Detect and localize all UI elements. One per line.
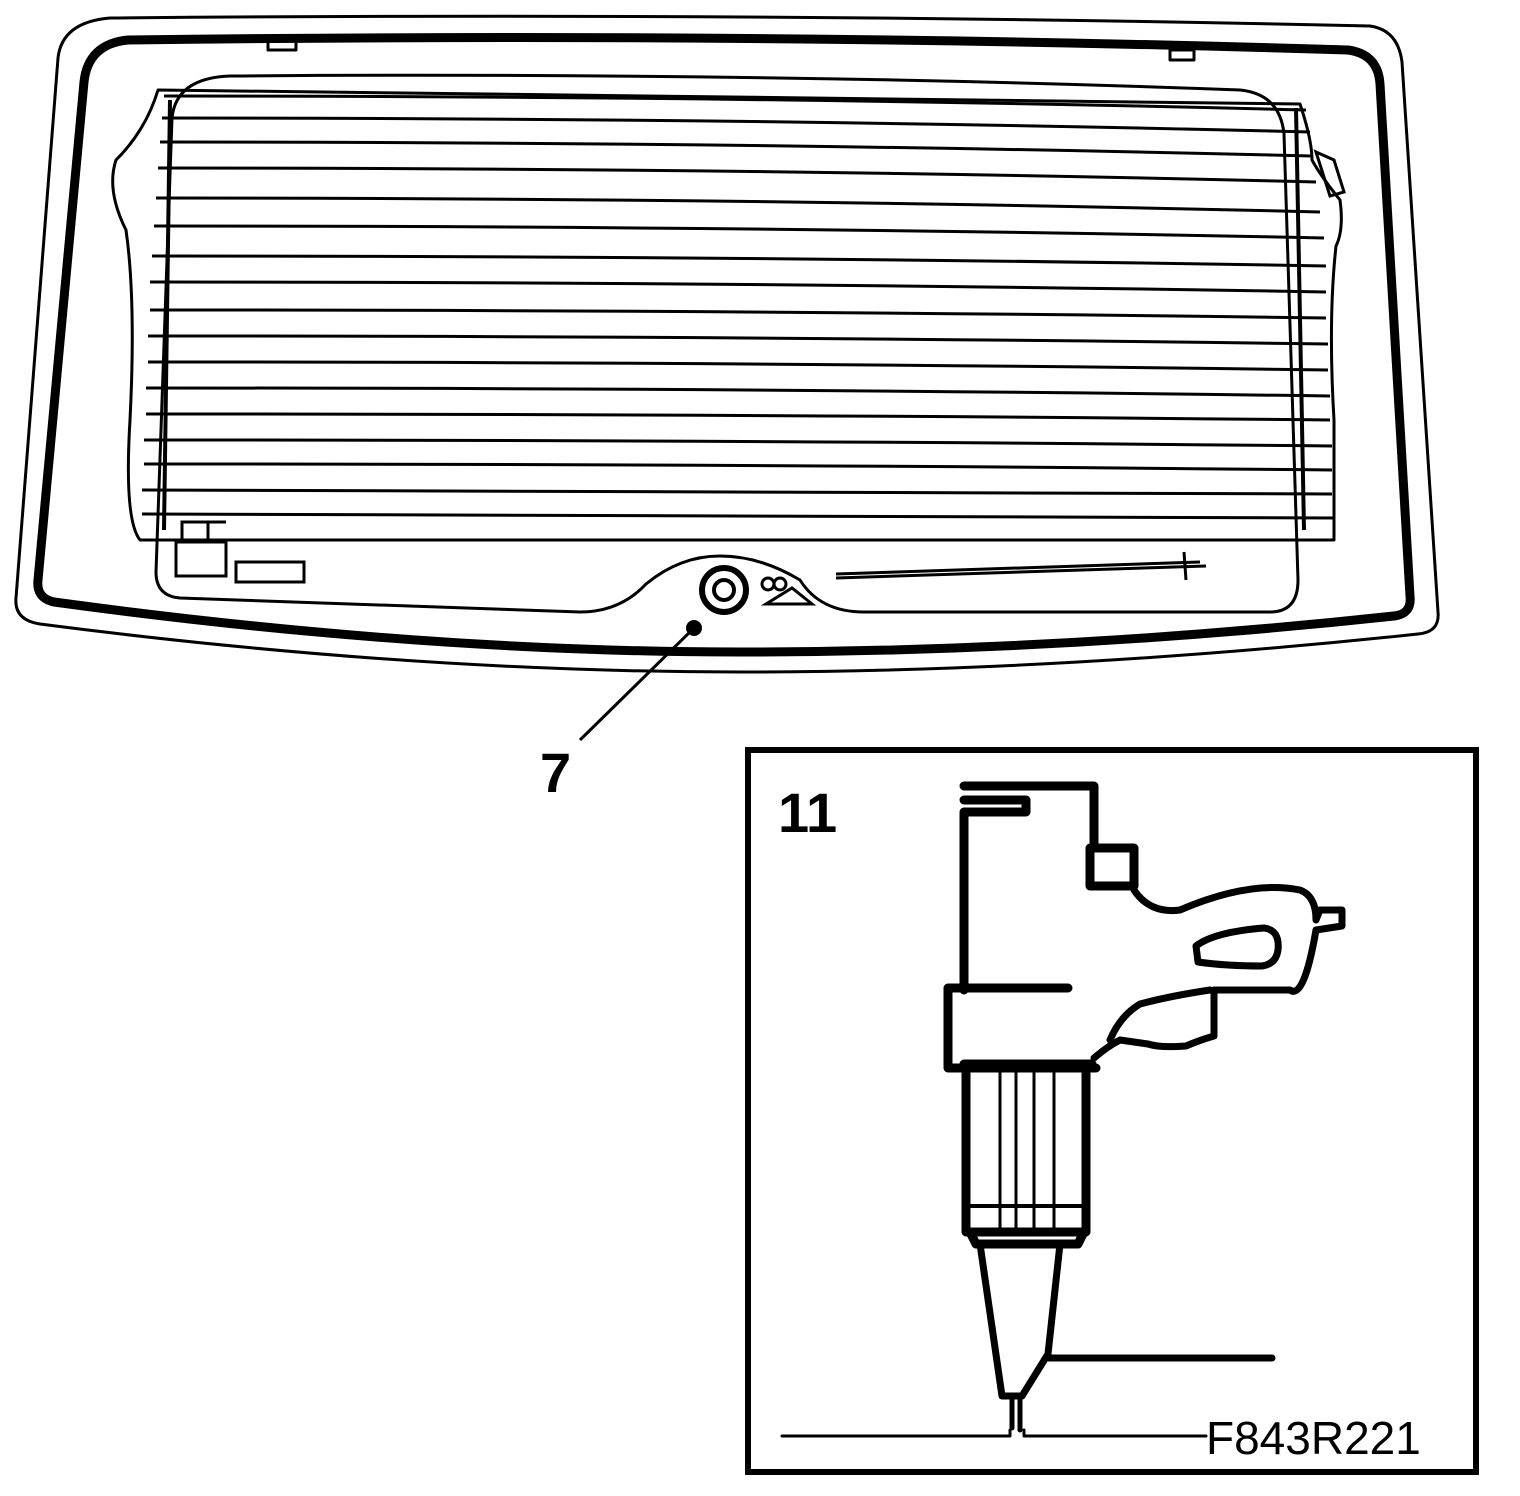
symbol-ring-left xyxy=(760,576,776,592)
right-connector-tab xyxy=(1313,149,1346,198)
lower-left-markings xyxy=(174,520,306,584)
antenna-trace xyxy=(835,560,1201,576)
heater-line xyxy=(157,166,1317,184)
heater-line xyxy=(141,512,1335,520)
gun-handle xyxy=(1090,884,1346,1062)
gun-cone-base xyxy=(965,1227,1089,1249)
heater-line xyxy=(145,412,1331,422)
wiper-hole-inner xyxy=(712,578,736,602)
heating-element-lines xyxy=(141,94,1335,520)
heater-line xyxy=(147,360,1329,372)
callout-7-label: 7 xyxy=(540,741,571,804)
heater-line xyxy=(151,254,1327,268)
heater-line xyxy=(149,308,1327,320)
gun-trigger xyxy=(1192,924,1282,970)
caulking-gun xyxy=(780,781,1346,1438)
figure-code: F843R221 xyxy=(1206,1412,1421,1464)
symbol-ring-right xyxy=(772,576,788,592)
gun-nozzle xyxy=(976,1240,1064,1400)
heater-line xyxy=(147,334,1329,346)
wiper-hole-outer xyxy=(699,565,749,615)
right-bus-bar xyxy=(1294,107,1306,531)
callout-7: 7 xyxy=(540,620,702,804)
antenna-trace xyxy=(835,564,1207,580)
heater-line xyxy=(155,196,1321,214)
gun-body xyxy=(959,809,1139,995)
callout-7-leader xyxy=(578,626,696,742)
heater-line xyxy=(141,488,1333,496)
heater-line xyxy=(163,94,1307,112)
heater-line xyxy=(143,438,1333,448)
left-bus-bar xyxy=(162,99,172,531)
wiper-mount xyxy=(699,565,817,615)
inner-glass-boundary xyxy=(154,73,1300,614)
inset-frame xyxy=(745,747,1479,1475)
gun-collar xyxy=(943,983,1101,1073)
glass-surface-line xyxy=(780,1428,1208,1438)
heater-line xyxy=(149,280,1327,294)
antenna-tick xyxy=(1182,551,1188,581)
heater-line xyxy=(153,224,1325,240)
sticker-long xyxy=(234,560,306,584)
frit-border xyxy=(33,33,1415,657)
inset-label: 11 xyxy=(778,781,837,844)
top-clip-left xyxy=(266,38,298,52)
heater-line xyxy=(161,116,1311,134)
gun-grip-front xyxy=(1106,986,1214,1044)
inset-panel: 11 xyxy=(745,747,1479,1475)
gun-cartridge xyxy=(961,1065,1091,1237)
symbol-triangle xyxy=(760,586,817,606)
antenna-line xyxy=(835,551,1207,581)
heater-line xyxy=(159,140,1313,158)
heater-line xyxy=(143,462,1333,472)
top-clip-right xyxy=(1168,48,1196,62)
glass-outer-edge xyxy=(14,14,1440,674)
sticker-box xyxy=(174,540,228,578)
heater-line xyxy=(145,386,1331,398)
gun-top-pusher xyxy=(959,781,1099,853)
